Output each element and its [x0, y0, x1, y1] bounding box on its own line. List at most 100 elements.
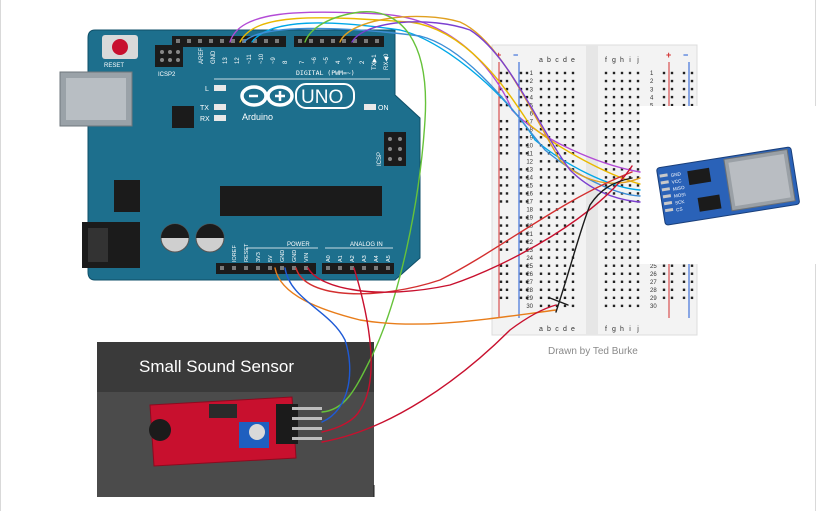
terminal-hole: [547, 119, 551, 123]
terminal-hole: [620, 296, 624, 300]
terminal-hole: [555, 304, 559, 308]
terminal-hole: [571, 296, 575, 300]
terminal-hole: [539, 160, 543, 163]
terminal-hole: [555, 176, 559, 179]
rail-hole: [505, 248, 509, 251]
terminal-hole: [604, 79, 608, 83]
rail-minus-left: −: [513, 50, 518, 60]
rail-hole: [670, 95, 674, 99]
rail-hole: [505, 296, 509, 300]
rail-hole: [525, 200, 529, 203]
terminal-hole: [636, 296, 640, 300]
digital-header-right: [294, 36, 384, 47]
terminal-hole: [612, 216, 616, 219]
terminal-hole: [604, 160, 608, 163]
terminal-hole: [555, 224, 559, 227]
rail-hole: [525, 224, 529, 227]
potentiometer-knob: [249, 424, 265, 440]
terminal-hole: [612, 200, 616, 203]
terminal-hole: [636, 280, 640, 283]
terminal-hole: [571, 184, 575, 187]
row-label-left: 16: [526, 192, 533, 198]
terminal-hole: [604, 103, 608, 107]
row-label-left: 10: [526, 143, 533, 149]
terminal-hole: [604, 128, 608, 131]
rail-hole: [505, 200, 509, 203]
row-label-right: 1: [650, 71, 654, 77]
header-hole: [187, 39, 191, 43]
sd-pin-label: VCC: [671, 178, 682, 185]
terminal-hole: [547, 71, 551, 75]
arduino-logo: [240, 85, 294, 107]
terminal-hole: [628, 304, 632, 308]
terminal-hole: [628, 264, 632, 267]
terminal-hole: [555, 288, 559, 292]
row-label-left: 13: [526, 168, 533, 174]
rail-hole: [662, 280, 666, 283]
terminal-hole: [539, 224, 543, 227]
row-label-left: 7: [530, 119, 534, 125]
capacitor-right-top: [196, 224, 224, 238]
terminal-hole: [555, 95, 559, 99]
wire-red-sensor-vcc: [321, 304, 557, 443]
row-label-left: 15: [526, 184, 533, 190]
rail-hole: [499, 296, 503, 300]
terminal-hole: [563, 71, 567, 75]
digital-header-left: [172, 36, 286, 47]
terminal-hole: [604, 71, 608, 75]
terminal-hole: [571, 232, 575, 235]
pin-3-label: ~3: [348, 56, 354, 64]
rail-hole: [525, 71, 529, 75]
row-label-left: 3: [530, 87, 534, 93]
header-hole: [268, 266, 272, 270]
terminal-hole: [539, 304, 543, 308]
bottom-header-holes: [220, 266, 390, 270]
rail-hole: [519, 95, 523, 99]
row-label-left: 27: [526, 280, 533, 286]
sd-level-shifter: [697, 194, 722, 212]
rail-hole: [505, 192, 509, 195]
terminal-hole: [620, 232, 624, 235]
header-hole: [176, 39, 180, 43]
terminal-hole: [604, 144, 608, 147]
terminal-hole: [555, 71, 559, 75]
column-label: f: [605, 326, 607, 333]
rail-hole: [499, 280, 503, 283]
rail-hole: [670, 87, 674, 91]
rail-hole: [525, 232, 529, 235]
terminal-hole: [539, 272, 543, 275]
icsp2-label: ICSP2: [158, 72, 176, 78]
capacitor-left-top: [161, 224, 189, 238]
rail-hole: [499, 128, 503, 131]
rail-hole: [499, 119, 503, 123]
terminal-hole: [539, 192, 543, 195]
column-label: h: [620, 57, 624, 64]
terminal-hole: [555, 256, 559, 259]
sound-sensor-photo: Small Sound Sensor: [97, 342, 375, 497]
terminal-hole: [628, 95, 632, 99]
row-label-right: 2: [650, 79, 654, 85]
terminal-hole: [628, 216, 632, 219]
header-hole: [292, 266, 296, 270]
terminal-hole: [563, 200, 567, 203]
terminal-hole: [620, 208, 624, 211]
pin-tx-label: TX▶1: [372, 54, 378, 70]
terminal-hole: [547, 272, 551, 275]
rail-hole: [519, 296, 523, 300]
row-label-left: 9: [530, 135, 534, 141]
terminal-hole: [571, 128, 575, 131]
led-on: [364, 104, 376, 110]
column-label: d: [563, 326, 567, 333]
terminal-hole: [563, 232, 567, 235]
rail-hole: [662, 288, 666, 292]
voltage-regulator: [114, 180, 140, 212]
rail-hole: [499, 272, 503, 275]
pin-rx-label: RX◀0: [384, 53, 390, 70]
rail-hole: [662, 264, 666, 267]
row-label-left: 22: [526, 240, 533, 246]
row-label-right: 27: [650, 280, 657, 286]
terminal-hole: [539, 216, 543, 219]
rail-hole: [499, 200, 503, 203]
terminal-hole: [571, 280, 575, 283]
terminal-hole: [604, 256, 608, 259]
